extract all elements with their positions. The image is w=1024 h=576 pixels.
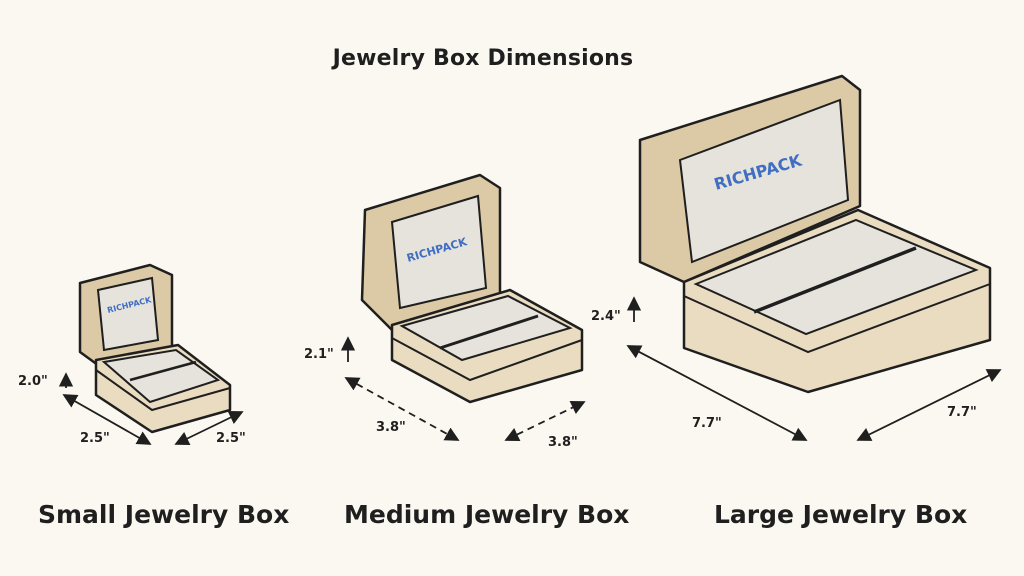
large-length-arrow [626, 345, 808, 441]
large-box-caption: Large Jewelry Box [714, 500, 968, 529]
medium-length-label: 3.8" [376, 420, 406, 435]
large-length-label: 7.7" [692, 416, 722, 431]
medium-jewelry-box: RICHPACK 2.1" 3.8" 3.8" [304, 173, 586, 450]
small-box-caption: Small Jewelry Box [38, 500, 290, 529]
small-height-label: 2.0" [18, 374, 48, 389]
small-length-label: 2.5" [80, 431, 110, 446]
small-lid-lining [96, 276, 160, 352]
medium-height-label: 2.1" [304, 347, 334, 362]
large-width-label: 7.7" [947, 405, 977, 420]
large-lid-lining [678, 98, 850, 264]
small-jewelry-box: RICHPACK 2.0" 2.5" 2.5" [18, 263, 246, 446]
medium-length-arrow [344, 377, 460, 441]
medium-lid-lining [390, 194, 488, 310]
small-length-arrow [62, 394, 152, 445]
medium-width-arrow [504, 401, 586, 441]
large-jewelry-box: RICHPACK 2.4" 7.7" 7.7" [591, 74, 1002, 441]
medium-width-label: 3.8" [548, 435, 578, 450]
small-width-label: 2.5" [216, 431, 246, 446]
medium-box-caption: Medium Jewelry Box [344, 500, 630, 529]
large-height-label: 2.4" [591, 309, 621, 324]
small-width-arrow [174, 411, 244, 445]
large-width-arrow [856, 369, 1002, 441]
diagram-title: Jewelry Box Dimensions [332, 46, 634, 71]
